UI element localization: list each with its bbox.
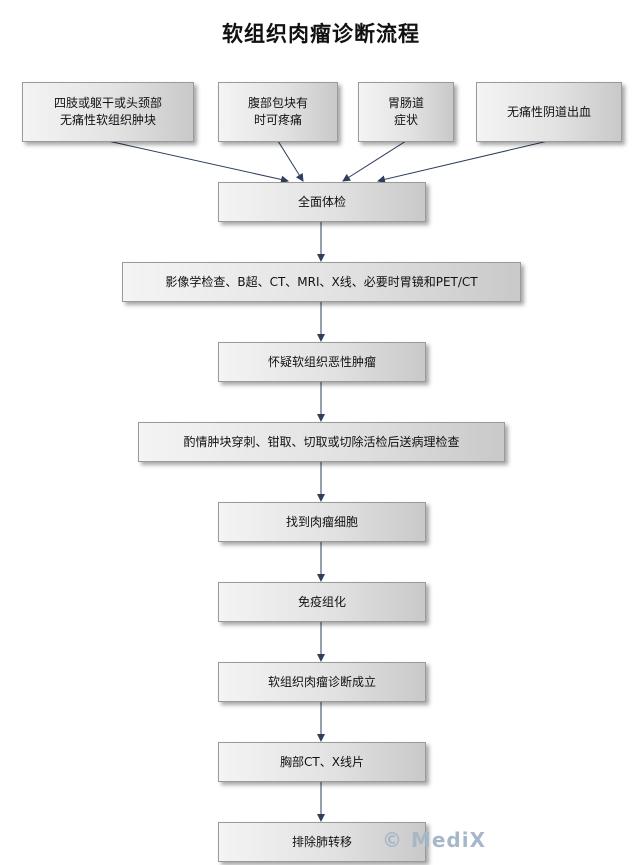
diagram-title: 软组织肉瘤诊断流程	[222, 22, 420, 46]
arrow-source-3	[342, 140, 407, 182]
step-label: 全面体检	[297, 194, 346, 209]
arrow-source-2	[277, 140, 304, 182]
source-box-limb-mass: 四肢或躯干或头颈部 无痛性软组织肿块	[22, 82, 194, 142]
step-exclude-lung-metastasis: 排除肺转移	[218, 822, 426, 862]
step-biopsy: 酌情肿块穿刺、钳取、切取或切除活检后送病理检查	[138, 422, 505, 462]
step-label: 酌情肿块穿刺、钳取、切取或切除活检后送病理检查	[183, 434, 460, 449]
step-immunohistochemistry: 免疫组化	[218, 582, 426, 622]
source-box-label: 四肢或躯干或头颈部 无痛性软组织肿块	[53, 96, 162, 127]
step-diagnosis-confirmed: 软组织肉瘤诊断成立	[218, 662, 426, 702]
step-physical-exam: 全面体检	[218, 182, 426, 222]
source-box-abdominal-mass: 腹部包块有 时可疼痛	[218, 82, 338, 142]
step-imaging: 影像学检查、B超、CT、MRI、X线、必要时胃镜和PET/CT	[122, 262, 521, 302]
source-box-label: 胃肠道 症状	[387, 96, 424, 127]
source-box-label: 腹部包块有 时可疼痛	[247, 96, 308, 127]
step-label: 胸部CT、X线片	[280, 754, 364, 769]
medix-watermark: © MediX	[382, 828, 487, 852]
step-label: 影像学检查、B超、CT、MRI、X线、必要时胃镜和PET/CT	[165, 274, 478, 289]
step-chest-imaging: 胸部CT、X线片	[218, 742, 426, 782]
step-label: 排除肺转移	[291, 834, 352, 849]
step-label: 找到肉瘤细胞	[285, 514, 358, 529]
step-label: 免疫组化	[297, 594, 346, 609]
arrow-source-4	[377, 140, 549, 184]
source-box-vaginal-bleeding: 无痛性阴道出血	[476, 82, 622, 142]
source-box-gi-symptoms: 胃肠道 症状	[358, 82, 454, 142]
arrow-source-1	[107, 140, 289, 184]
step-label: 软组织肉瘤诊断成立	[267, 674, 376, 689]
step-label: 怀疑软组织恶性肿瘤	[267, 354, 376, 369]
source-box-label: 无痛性阴道出血	[506, 104, 591, 119]
step-suspect-malignancy: 怀疑软组织恶性肿瘤	[218, 342, 426, 382]
step-sarcoma-cells: 找到肉瘤细胞	[218, 502, 426, 542]
